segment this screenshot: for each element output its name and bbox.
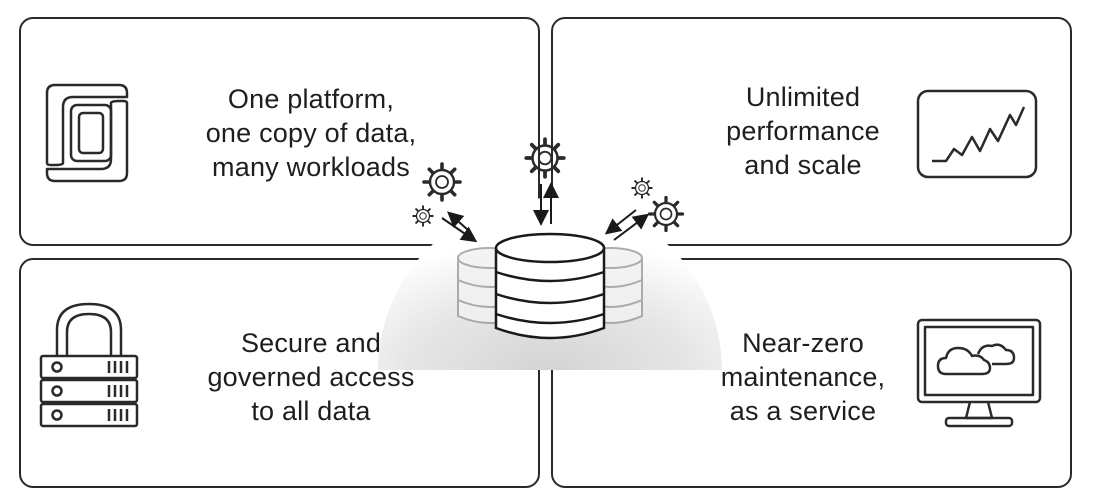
text-line: performance — [726, 116, 880, 146]
text-line: maintenance, — [720, 362, 886, 392]
text-line: one copy of data, — [205, 118, 417, 148]
text-line: to all data — [251, 396, 371, 426]
overlapping-squares-icon — [45, 83, 129, 183]
panel-unlimited-performance: Unlimited performance and scale — [551, 17, 1072, 246]
cloud-monitor-icon — [916, 318, 1042, 428]
panel-secure-access-text: Secure and governed access to all data — [171, 326, 451, 428]
panel-one-platform-text: One platform, one copy of data, many wor… — [171, 82, 451, 184]
text-line: Near-zero — [742, 328, 864, 358]
text-line: and scale — [744, 150, 862, 180]
text-line: Unlimited — [745, 82, 861, 112]
text-line: Secure and — [240, 328, 382, 358]
panel-one-platform: One platform, one copy of data, many wor… — [19, 17, 540, 246]
text-line: as a service — [729, 396, 877, 426]
locked-server-icon — [39, 302, 139, 428]
panel-unlimited-performance-text: Unlimited performance and scale — [693, 80, 913, 182]
database-with-gears-icon — [360, 137, 740, 370]
text-line: many workloads — [212, 152, 410, 182]
text-line: One platform, — [227, 84, 395, 114]
panel-near-zero-maintenance-text: Near-zero maintenance, as a service — [693, 326, 913, 428]
line-chart-monitor-icon — [916, 89, 1038, 179]
